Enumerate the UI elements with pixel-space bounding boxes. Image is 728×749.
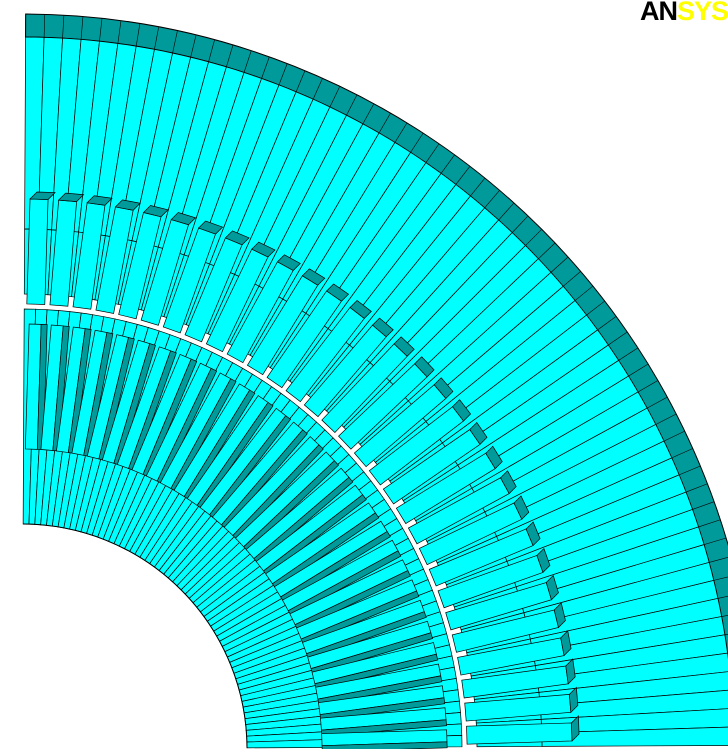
rotor-bore-edge xyxy=(23,523,248,748)
extruded-bar-side xyxy=(525,521,541,547)
outer-band-line xyxy=(425,143,440,163)
rotor-bar-side xyxy=(321,741,448,749)
outer-band-line xyxy=(117,20,122,44)
extruded-bar-side xyxy=(86,195,113,206)
extruded-bar-side xyxy=(500,470,517,495)
extruded-bar-side xyxy=(485,445,503,470)
outer-band-line xyxy=(440,154,455,174)
outer-band-line xyxy=(586,300,605,316)
outer-band-line xyxy=(378,112,391,134)
extruded-bar-side xyxy=(29,191,56,200)
extruded-bar-side xyxy=(433,377,454,399)
outer-band-line xyxy=(713,576,728,581)
extruded-bar-side xyxy=(414,356,435,378)
coil-windings xyxy=(26,191,580,745)
logo-text-sys: SYS xyxy=(676,0,728,22)
extruded-bar-side xyxy=(536,547,551,574)
extruded-bar-side xyxy=(142,205,169,218)
extruded-bar-side xyxy=(276,254,301,271)
outer-band-line xyxy=(278,63,288,86)
extruded-bar-side xyxy=(301,268,326,286)
extruded-bar-side xyxy=(326,283,350,302)
outer-band-line xyxy=(62,15,65,39)
outer-band-line xyxy=(685,483,708,493)
outer-band-line xyxy=(721,615,728,617)
outer-band-line xyxy=(628,363,649,377)
ansys-logo: ANSYS xyxy=(640,0,728,22)
outer-band-line xyxy=(637,380,659,393)
extruded-bar-side xyxy=(251,241,276,258)
extruded-bar-side xyxy=(197,220,224,235)
outer-band-line xyxy=(618,347,639,361)
outer-band-line xyxy=(172,30,178,54)
outer-band-line xyxy=(99,18,103,42)
rotor-bars xyxy=(24,323,448,749)
extruded-bar-side xyxy=(114,199,141,211)
extruded-bar-side xyxy=(57,192,85,203)
outer-band-line xyxy=(511,215,529,233)
outer-band-line xyxy=(692,501,715,510)
extruded-bar-side xyxy=(571,715,580,742)
logo-text-an: AN xyxy=(639,0,678,22)
extruded-bar-side xyxy=(349,299,372,319)
outer-band-line xyxy=(312,78,323,100)
outer-band-line xyxy=(154,26,160,50)
outer-band-line xyxy=(550,256,569,273)
outer-band-line xyxy=(190,34,197,58)
outer-band-line xyxy=(80,16,84,40)
outer-band-line xyxy=(671,448,693,459)
extruded-bar-side xyxy=(452,399,472,422)
outer-band-line xyxy=(470,177,486,197)
outer-band-line xyxy=(43,14,46,38)
outer-band-line xyxy=(703,537,727,545)
extruded-bar-side xyxy=(560,630,572,657)
outer-band-line xyxy=(261,56,270,79)
outer-band-line xyxy=(655,413,677,425)
outer-band-line xyxy=(346,94,358,116)
extruded-bar-side xyxy=(170,212,197,226)
outer-band-line xyxy=(538,242,556,260)
outer-band-line xyxy=(525,229,542,246)
extruded-bar-face xyxy=(26,198,49,305)
extruded-bar-side xyxy=(393,336,415,357)
extruded-bar-side xyxy=(469,421,488,445)
extruded-bar-side xyxy=(545,574,559,601)
extruded-bar-side xyxy=(568,686,579,714)
outer-band-line xyxy=(208,39,215,62)
outer-band-line xyxy=(562,271,581,287)
outer-band-line xyxy=(410,132,424,153)
outer-band-line xyxy=(226,44,234,68)
extruded-bar-side xyxy=(553,602,566,629)
outer-band-line xyxy=(484,190,500,209)
outer-band-line xyxy=(455,166,471,185)
extruded-bar-side xyxy=(513,495,530,520)
outer-band-line xyxy=(574,285,594,301)
outer-band-line xyxy=(243,50,252,73)
extruded-bar-face xyxy=(466,722,573,745)
outer-band-line xyxy=(135,23,141,47)
outer-band-line xyxy=(646,396,668,409)
outer-band-line xyxy=(329,86,341,108)
outer-band-line xyxy=(362,103,375,125)
outer-band-line xyxy=(698,519,721,528)
outer-band-line xyxy=(498,202,515,221)
outer-band-line xyxy=(608,331,628,346)
outer-band-line xyxy=(679,465,701,476)
extruded-bar-side xyxy=(565,658,576,685)
extruded-bar-side xyxy=(224,230,250,246)
outer-band-line xyxy=(717,595,728,599)
outer-band-line xyxy=(597,316,617,331)
outer-band-line xyxy=(295,70,306,92)
outer-band-line xyxy=(394,122,408,143)
outer-band-line xyxy=(663,430,685,442)
stator-yoke xyxy=(24,36,728,747)
extruded-bar-side xyxy=(372,317,394,338)
